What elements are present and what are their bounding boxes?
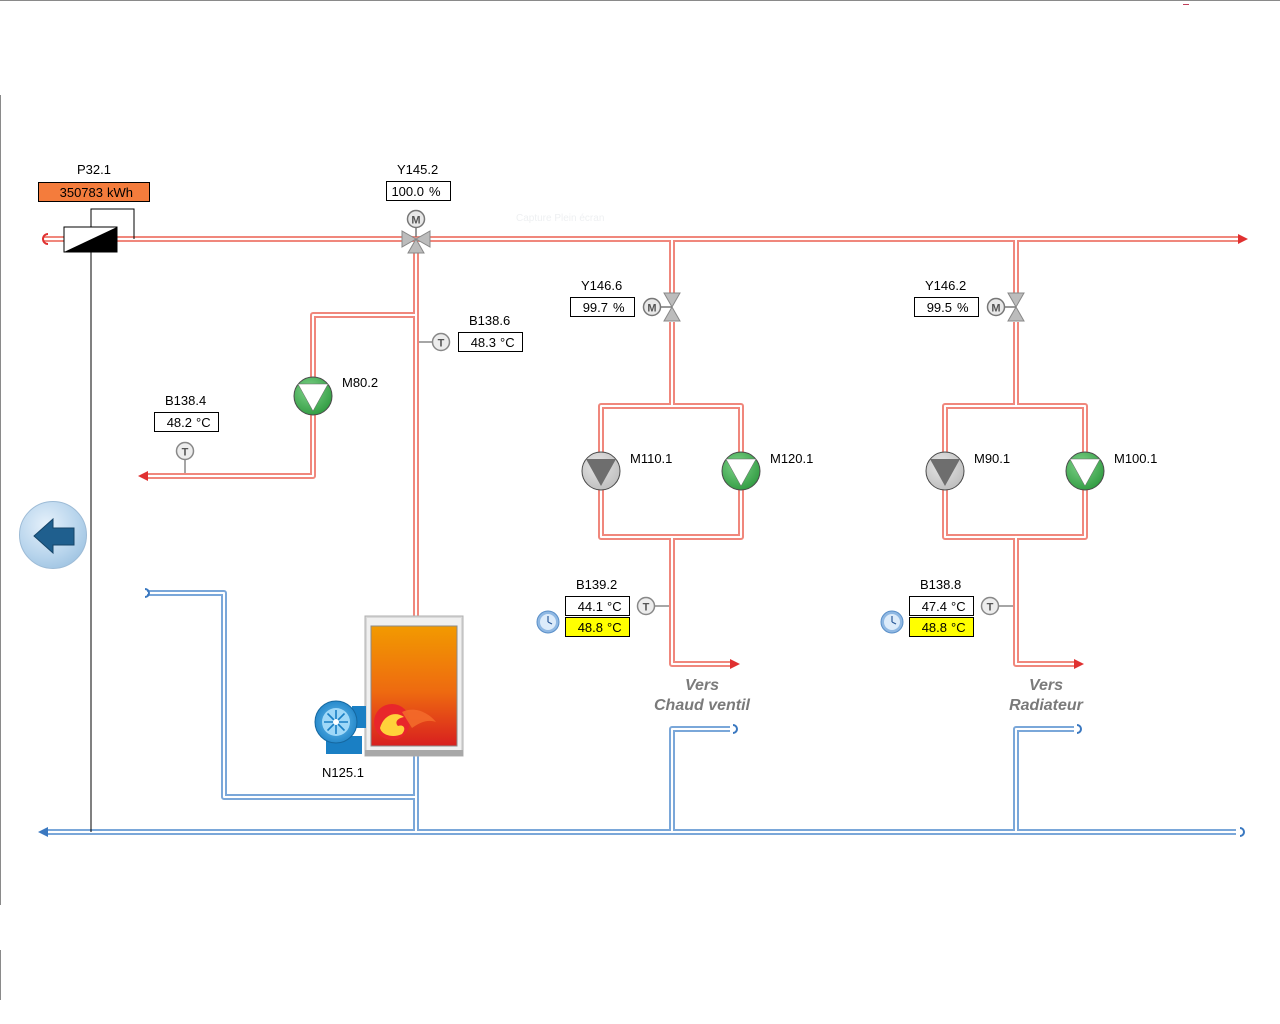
svg-text:T: T xyxy=(438,338,445,350)
supply-inlet-cap xyxy=(42,233,49,245)
sensor-b1388-value: 47.4 xyxy=(921,599,947,614)
pump-m802-label: M80.2 xyxy=(342,375,379,390)
heat-meter-icon[interactable] xyxy=(63,208,135,832)
window-left-border-lower xyxy=(0,950,1,1000)
valve-main-value: 100.0 xyxy=(391,184,424,199)
valve-y1462-unit: % xyxy=(957,300,969,315)
sensor-b1384-unit: °C xyxy=(196,415,211,430)
sensor-b1388-unit: °C xyxy=(951,599,966,614)
pump-icon[interactable] xyxy=(1065,451,1105,491)
destination-chaud-ventil: Vers Chaud ventil xyxy=(622,676,782,716)
return-arrows xyxy=(38,588,1245,837)
valve-y1466-value: 99.7 xyxy=(582,300,608,315)
sensor-b1386-value-box[interactable]: 48.3 °C xyxy=(458,332,523,352)
valve-motor-icon[interactable]: M xyxy=(986,292,1025,322)
temperature-sensor-icon[interactable]: T xyxy=(636,596,670,616)
window-top-border xyxy=(0,0,1280,1)
setpoint-b1392-box[interactable]: 48.8 °C xyxy=(565,617,630,637)
destination-line-1: Vers xyxy=(684,677,720,694)
window-left-border xyxy=(0,95,1,905)
svg-text:M: M xyxy=(411,215,420,227)
sensor-b1392-value: 44.1 xyxy=(577,599,603,614)
valve-main-unit: % xyxy=(429,184,441,199)
sensor-b1388-value-box[interactable]: 47.4 °C xyxy=(909,596,974,616)
pump-icon[interactable] xyxy=(581,451,621,491)
pump-m901-label: M90.1 xyxy=(974,451,1011,466)
clock-icon[interactable] xyxy=(536,610,560,634)
destination-line-1: Vers xyxy=(1028,677,1064,694)
valve-main-value-box[interactable]: 100.0 % xyxy=(386,181,451,201)
supply-arrows xyxy=(138,234,1248,669)
sensor-b1384-value: 48.2 xyxy=(166,415,192,430)
sensor-b1392-value-box[interactable]: 44.1 °C xyxy=(565,596,630,616)
svg-text:M: M xyxy=(991,303,1000,315)
sensor-b1392-id-label: B139.2 xyxy=(576,577,618,592)
sensor-b1386-unit: °C xyxy=(500,335,515,350)
pump-icon[interactable] xyxy=(293,376,333,416)
temperature-sensor-icon[interactable]: T xyxy=(419,332,451,352)
valve-y1466-value-box[interactable]: 99.7 % xyxy=(570,297,635,317)
valve-y1462-value: 99.5 xyxy=(926,300,952,315)
sensor-b1388-id-label: B138.8 xyxy=(920,577,962,592)
capture-watermark: Capture Plein écran xyxy=(516,213,605,224)
meter-value: 350783 xyxy=(59,185,103,200)
flame-icon xyxy=(374,704,436,740)
valve-y1462-id-label: Y146.2 xyxy=(925,278,967,293)
temperature-sensor-icon[interactable]: T xyxy=(175,441,195,474)
valve-y1466-unit: % xyxy=(613,300,625,315)
sensor-b1392-unit: °C xyxy=(607,599,622,614)
pump-icon[interactable] xyxy=(721,451,761,491)
pump-m1001-label: M100.1 xyxy=(1114,451,1158,466)
supply-pipes xyxy=(44,236,1240,667)
sensor-b1386-id-label: B138.6 xyxy=(469,313,511,328)
burner-id-label: N125.1 xyxy=(322,765,364,780)
destination-radiateur: Vers Radiateur xyxy=(966,676,1126,716)
window-corner-mark xyxy=(1183,4,1189,5)
temperature-sensor-icon[interactable]: T xyxy=(980,596,1014,616)
valve-motor-icon[interactable]: M xyxy=(401,209,431,254)
clock-icon[interactable] xyxy=(880,610,904,634)
svg-text:T: T xyxy=(987,602,994,614)
valve-motor-icon[interactable]: M xyxy=(642,292,681,322)
sensor-b1386-value: 48.3 xyxy=(470,335,496,350)
pump-m1201-label: M120.1 xyxy=(770,451,814,466)
sensor-b1384-id-label: B138.4 xyxy=(165,393,207,408)
svg-text:T: T xyxy=(643,602,650,614)
return-pipes xyxy=(46,590,1236,835)
valve-y1462-value-box[interactable]: 99.5 % xyxy=(914,297,979,317)
meter-value-box[interactable]: 350783 kWh xyxy=(38,182,150,202)
setpoint-b1388-unit: °C xyxy=(951,620,966,635)
valve-y1466-id-label: Y146.6 xyxy=(581,278,623,293)
sensor-b1384-value-box[interactable]: 48.2 °C xyxy=(154,412,219,432)
setpoint-b1388-value: 48.8 xyxy=(921,620,947,635)
setpoint-b1388-box[interactable]: 48.8 °C xyxy=(909,617,974,637)
setpoint-b1392-unit: °C xyxy=(607,620,622,635)
arrow-left-icon xyxy=(33,517,75,555)
pump-m1101-label: M110.1 xyxy=(630,451,673,466)
destination-line-2: Radiateur xyxy=(1009,697,1083,714)
pump-icon[interactable] xyxy=(925,451,965,491)
fan-icon[interactable] xyxy=(314,700,366,754)
meter-unit: kWh xyxy=(107,185,133,200)
svg-text:M: M xyxy=(647,303,656,315)
back-button[interactable] xyxy=(19,501,87,569)
boiler-icon[interactable] xyxy=(364,615,464,757)
destination-line-2: Chaud ventil xyxy=(653,697,750,714)
meter-id-label: P32.1 xyxy=(77,162,111,177)
valve-main-id-label: Y145.2 xyxy=(397,162,439,177)
svg-text:T: T xyxy=(182,447,189,459)
setpoint-b1392-value: 48.8 xyxy=(577,620,603,635)
